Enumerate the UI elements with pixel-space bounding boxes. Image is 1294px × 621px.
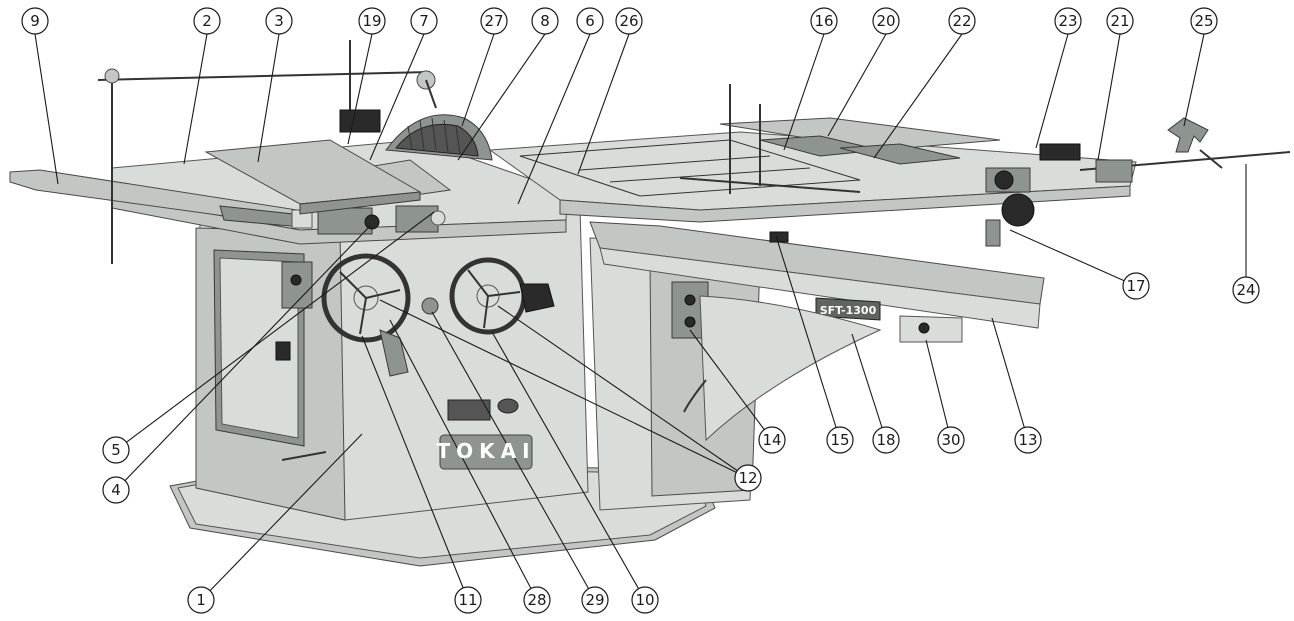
svg-text:2: 2: [202, 12, 212, 30]
svg-text:8: 8: [540, 12, 550, 30]
svg-text:18: 18: [876, 431, 895, 449]
callout-11: 11: [454, 586, 482, 614]
model-plate-text: SFT-1300: [820, 304, 877, 317]
callout-15: 15: [826, 426, 854, 454]
svg-text:16: 16: [814, 12, 833, 30]
svg-text:22: 22: [952, 12, 971, 30]
callout-19: 19: [358, 7, 386, 35]
callout-9: 9: [21, 7, 49, 35]
svg-text:20: 20: [876, 12, 895, 30]
svg-text:4: 4: [111, 481, 121, 499]
svg-text:1: 1: [196, 591, 206, 609]
callout-28: 28: [523, 586, 551, 614]
callout-21: 21: [1106, 7, 1134, 35]
callout-13: 13: [1014, 426, 1042, 454]
callout-6: 6: [576, 7, 604, 35]
svg-text:28: 28: [527, 591, 546, 609]
callout-25: 25: [1190, 7, 1218, 35]
callout-12: 12: [734, 464, 762, 492]
callout-18: 18: [872, 426, 900, 454]
svg-text:3: 3: [274, 12, 284, 30]
crosscut-fence-arm: [589, 221, 1045, 305]
svg-text:23: 23: [1058, 12, 1077, 30]
svg-text:15: 15: [830, 431, 849, 449]
callout-26: 26: [615, 7, 643, 35]
callout-3: 3: [265, 7, 293, 35]
svg-text:9: 9: [30, 12, 40, 30]
svg-text:12: 12: [738, 469, 757, 487]
svg-text:26: 26: [619, 12, 638, 30]
brand-plate-text: TOKAI: [436, 439, 535, 463]
callout-14: 14: [758, 426, 786, 454]
model-plate: [815, 297, 881, 321]
callout-4: 4: [102, 476, 130, 504]
brand-plate: [439, 434, 533, 470]
callout-22: 22: [948, 7, 976, 35]
svg-text:14: 14: [762, 431, 781, 449]
callout-27: 27: [480, 7, 508, 35]
svg-text:6: 6: [585, 12, 595, 30]
blade-height-handwheel: [321, 253, 411, 377]
callout-2: 2: [193, 7, 221, 35]
callout-8: 8: [531, 7, 559, 35]
callout-24: 24: [1232, 276, 1260, 304]
table-saw-machine: [9, 40, 1291, 567]
svg-text:17: 17: [1126, 277, 1145, 295]
svg-text:10: 10: [635, 591, 654, 609]
callout-10: 10: [631, 586, 659, 614]
svg-text:21: 21: [1110, 12, 1129, 30]
callout-17: 17: [1122, 272, 1150, 300]
callout-20: 20: [872, 7, 900, 35]
svg-text:29: 29: [585, 591, 604, 609]
blade-guard: [339, 109, 493, 161]
callout-5: 5: [102, 436, 130, 464]
svg-text:19: 19: [362, 12, 381, 30]
svg-text:7: 7: [419, 12, 429, 30]
svg-text:11: 11: [458, 591, 477, 609]
leader-lines: [34, 33, 1247, 601]
callout-30: 30: [937, 426, 965, 454]
callout-1: 1: [187, 586, 215, 614]
overarm-guard-support: [97, 40, 437, 264]
callout-23: 23: [1054, 7, 1082, 35]
callout-29: 29: [581, 586, 609, 614]
svg-text:24: 24: [1236, 281, 1255, 299]
callout-7: 7: [410, 7, 438, 35]
svg-text:5: 5: [111, 441, 121, 459]
svg-text:27: 27: [484, 12, 503, 30]
svg-text:13: 13: [1018, 431, 1037, 449]
blade-tilt-handwheel: [449, 257, 555, 335]
svg-text:25: 25: [1194, 12, 1213, 30]
callout-16: 16: [810, 7, 838, 35]
svg-text:30: 30: [941, 431, 960, 449]
